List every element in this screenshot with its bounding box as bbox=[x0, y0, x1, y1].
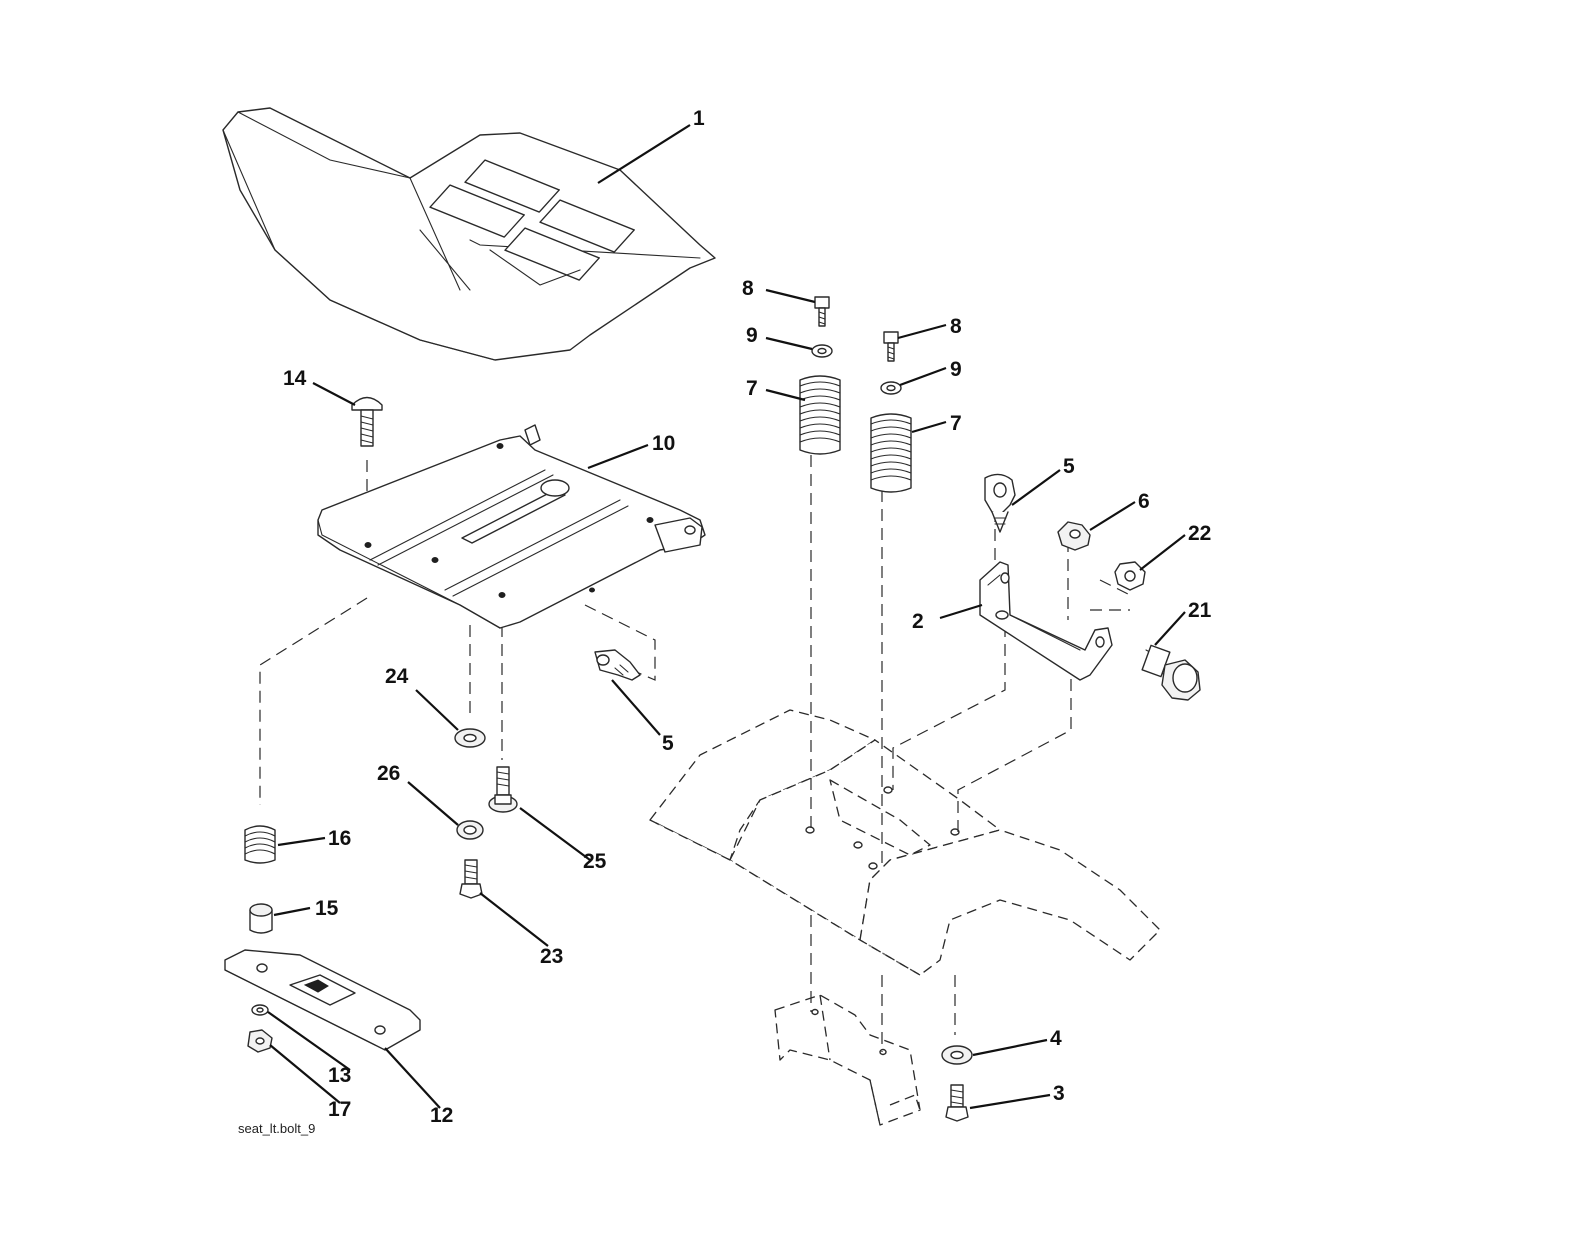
callout-17: 17 bbox=[328, 1098, 351, 1121]
callout-1: 1 bbox=[693, 107, 705, 130]
callout-23: 23 bbox=[540, 945, 563, 968]
callout-15: 15 bbox=[315, 897, 339, 920]
callout-13: 13 bbox=[328, 1064, 351, 1087]
hex-bolt-23 bbox=[459, 859, 483, 899]
washer-4 bbox=[941, 1045, 973, 1065]
snap-ring bbox=[456, 820, 484, 840]
callout-26: 26 bbox=[377, 762, 400, 785]
callout-25: 25 bbox=[583, 850, 607, 873]
washer-13 bbox=[251, 1004, 269, 1016]
callout-22: 22 bbox=[1188, 522, 1211, 545]
adjustment-plate bbox=[224, 949, 421, 1051]
callout-2: 2 bbox=[912, 610, 924, 633]
washer-left bbox=[811, 344, 833, 358]
bracket bbox=[979, 561, 1113, 681]
callout-7-left: 7 bbox=[746, 377, 758, 400]
nut-22 bbox=[1114, 561, 1146, 591]
hex-bolt-3 bbox=[945, 1084, 969, 1122]
callout-10: 10 bbox=[652, 432, 675, 455]
hex-nut-6 bbox=[1057, 521, 1091, 551]
callout-16: 16 bbox=[328, 827, 351, 850]
drawing-caption: seat_lt.bolt_9 bbox=[238, 1121, 315, 1136]
knob-bolt bbox=[1141, 644, 1201, 701]
fender-frame-outline bbox=[649, 709, 1161, 1126]
shoulder-bolt-right bbox=[883, 331, 899, 362]
callout-8-left: 8 bbox=[742, 277, 754, 300]
seat-cushion bbox=[222, 107, 716, 361]
assembly-lines bbox=[259, 455, 1131, 1052]
callout-12: 12 bbox=[430, 1104, 453, 1127]
callout-21: 21 bbox=[1188, 599, 1212, 622]
callout-5-right: 5 bbox=[1063, 455, 1075, 478]
seat-pan bbox=[317, 424, 706, 629]
leader-lines bbox=[267, 124, 1186, 1110]
frame-holes bbox=[805, 786, 960, 1056]
washer-24 bbox=[454, 728, 486, 748]
washer-right bbox=[880, 381, 902, 395]
callout-labels: 1 2 3 4 5 5 6 7 7 8 8 9 9 10 12 13 14 15… bbox=[283, 107, 1212, 1127]
spring-right bbox=[870, 413, 912, 493]
callout-9-right: 9 bbox=[950, 358, 962, 381]
hex-nut-17 bbox=[247, 1029, 273, 1053]
shoulder-bolt-25 bbox=[488, 766, 518, 813]
seat-switch-clip-left bbox=[594, 649, 641, 681]
compression-spring bbox=[244, 825, 276, 864]
shoulder-bolt-left bbox=[814, 296, 830, 327]
callout-14: 14 bbox=[283, 367, 307, 390]
seat-switch-clip-right bbox=[984, 473, 1016, 533]
callout-5-left: 5 bbox=[662, 732, 674, 755]
carriage-bolt bbox=[351, 396, 383, 447]
spring-left bbox=[799, 375, 841, 455]
callout-9-left: 9 bbox=[746, 324, 758, 347]
callout-8-right: 8 bbox=[950, 315, 962, 338]
callout-6: 6 bbox=[1138, 490, 1150, 513]
spacer bbox=[249, 903, 273, 934]
callout-7-right: 7 bbox=[950, 412, 962, 435]
callout-4: 4 bbox=[1050, 1027, 1062, 1050]
callout-24: 24 bbox=[385, 665, 409, 688]
callout-3: 3 bbox=[1053, 1082, 1065, 1105]
